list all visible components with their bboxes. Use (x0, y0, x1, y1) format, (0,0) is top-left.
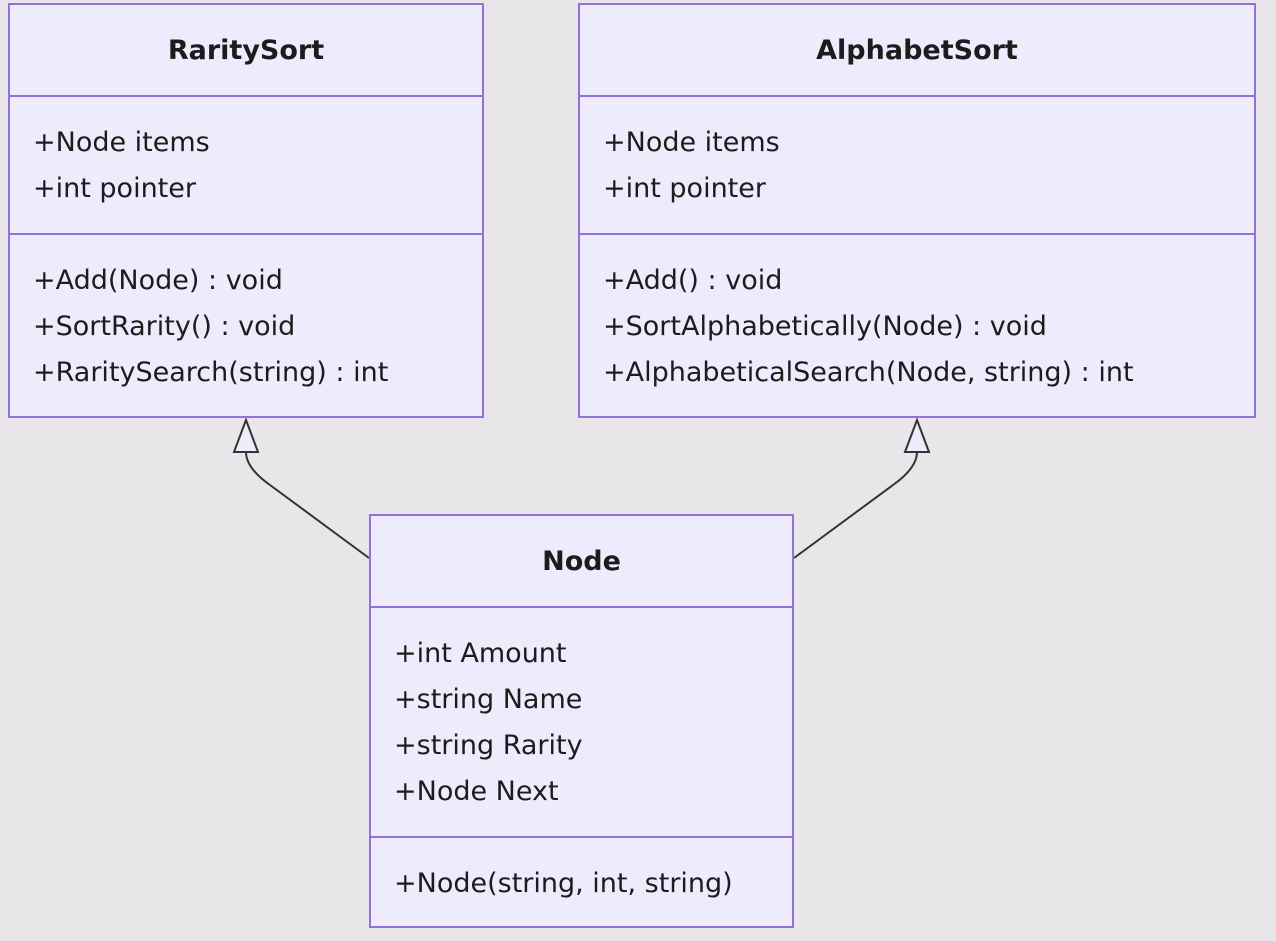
inheritance-arrow-raritysort (232, 417, 260, 453)
attribute: +Node items (603, 127, 780, 158)
class-node[interactable]: Node +int Amount +string Name +string Ra… (369, 514, 794, 928)
method: +Node(string, int, string) (394, 868, 733, 899)
class-name: RaritySort (10, 5, 482, 97)
attribute: +string Rarity (394, 730, 583, 761)
methods-section: +Node(string, int, string) (371, 838, 792, 926)
class-alphabetsort[interactable]: AlphabetSort +Node items +int pointer +A… (578, 3, 1256, 418)
attributes-section: +Node items +int pointer (580, 97, 1254, 235)
method: +SortRarity() : void (33, 311, 296, 342)
method: +Add(Node) : void (33, 265, 283, 296)
method: +RaritySearch(string) : int (33, 357, 389, 388)
attribute: +Node items (33, 127, 210, 158)
edge-node-to-alphabetsort (793, 451, 918, 559)
method: +AlphabeticalSearch(Node, string) : int (603, 357, 1134, 388)
class-name: Node (371, 516, 792, 608)
method: +SortAlphabetically(Node) : void (603, 311, 1047, 342)
attribute: +int pointer (603, 173, 766, 204)
method: +Add() : void (603, 265, 783, 296)
attributes-section: +int Amount +string Name +string Rarity … (371, 608, 792, 838)
attributes-section: +Node items +int pointer (10, 97, 482, 235)
attribute: +Node Next (394, 776, 559, 807)
attribute: +int pointer (33, 173, 196, 204)
inheritance-arrow-alphabetsort (903, 417, 931, 453)
class-name: AlphabetSort (580, 5, 1254, 97)
attribute: +int Amount (394, 638, 567, 669)
attribute: +string Name (394, 684, 583, 715)
methods-section: +Add(Node) : void +SortRarity() : void +… (10, 235, 482, 416)
edge-node-to-raritysort (245, 451, 370, 559)
methods-section: +Add() : void +SortAlphabetically(Node) … (580, 235, 1254, 416)
class-raritysort[interactable]: RaritySort +Node items +int pointer +Add… (8, 3, 484, 418)
